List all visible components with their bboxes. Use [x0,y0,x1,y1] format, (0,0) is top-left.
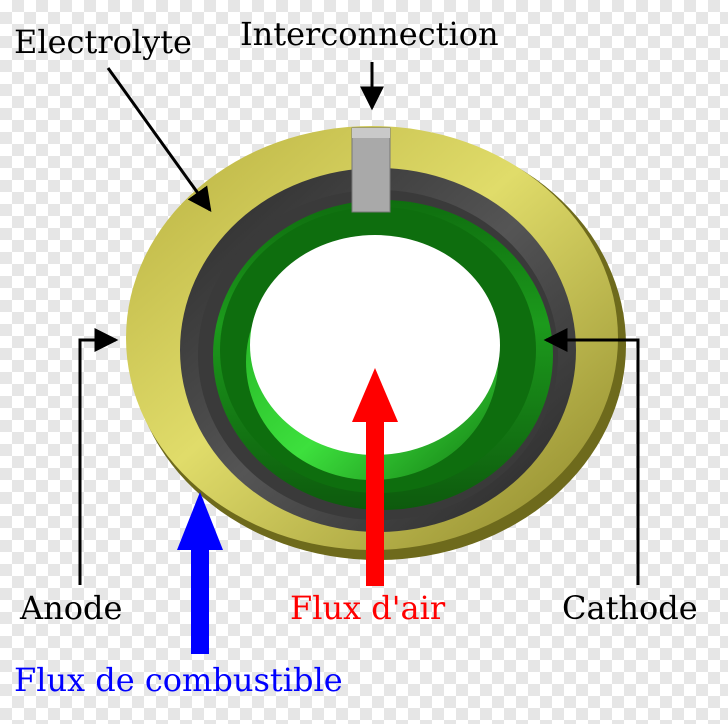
fuel-flow-arrow [177,492,223,654]
air-flow-arrow [352,368,398,586]
interconnection-label: Interconnection [240,15,499,53]
cathode-pointer [543,328,640,585]
fuel-flow-label: Flux de combustible [14,661,343,699]
cathode-label: Cathode [562,589,698,627]
air-channel [250,235,500,455]
electrolyte-pointer [106,67,212,212]
electrolyte-label: Electrolyte [14,23,192,61]
anode-label: Anode [20,589,123,627]
interconnection-block [351,127,391,213]
anode-pointer [78,328,119,585]
air-flow-label: Flux d'air [290,589,446,627]
